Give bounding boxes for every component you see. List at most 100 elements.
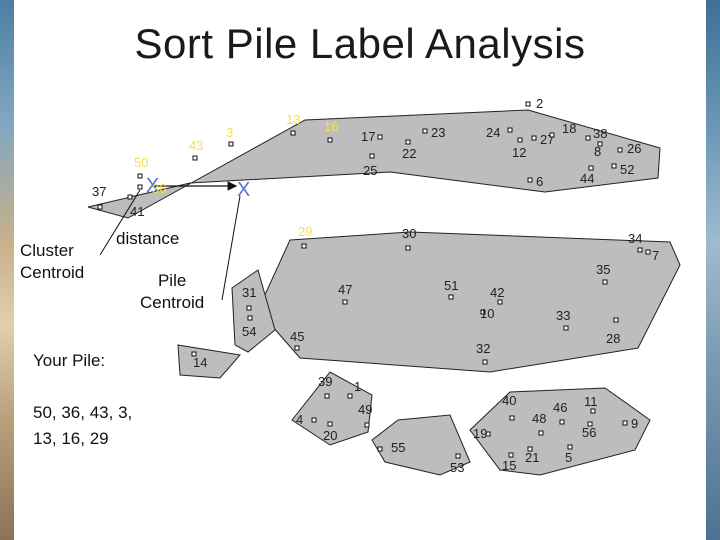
- point-marker: [622, 420, 628, 426]
- point-marker: [127, 194, 133, 200]
- point-55: 55: [377, 440, 405, 455]
- point-marker: [527, 177, 533, 183]
- point-49: 49: [358, 402, 372, 428]
- point-marker: [301, 243, 307, 249]
- point-36: 36: [137, 181, 166, 196]
- point-26: 26: [617, 141, 641, 156]
- point-marker: [531, 135, 537, 141]
- point-label: 10: [480, 306, 494, 321]
- point-label: 45: [290, 329, 304, 344]
- point-marker: [290, 130, 296, 136]
- point-label: 41: [130, 204, 144, 219]
- point-label: 3: [226, 125, 233, 140]
- point-marker: [567, 444, 573, 450]
- point-39: 39: [318, 374, 332, 399]
- point-marker: [538, 430, 544, 436]
- cluster-centroid-line2: Centroid: [20, 263, 85, 282]
- point-17: 17: [361, 129, 383, 144]
- cluster-centroid-x-mark: X: [146, 175, 159, 197]
- right-photo-strip: [706, 0, 720, 540]
- point-label: 39: [318, 374, 332, 389]
- point-marker: [324, 393, 330, 399]
- point-37: 37: [92, 184, 106, 210]
- point-label: 26: [627, 141, 641, 156]
- point-label: 38: [593, 126, 607, 141]
- your-pile-values: 50, 36, 43, 3, 13, 16, 29: [33, 400, 132, 452]
- point-23: 23: [422, 125, 445, 140]
- point-24: 24: [486, 125, 513, 140]
- point-marker: [485, 431, 491, 437]
- point-46: 46: [553, 400, 567, 425]
- point-28: 28: [606, 317, 620, 346]
- point-21: 21: [525, 446, 539, 465]
- cluster-centroid-line1: Cluster: [20, 241, 74, 260]
- point-marker: [369, 153, 375, 159]
- point-30: 30: [402, 226, 416, 251]
- cluster-middle: [257, 231, 681, 373]
- point-32: 32: [476, 341, 490, 365]
- cluster-polygons: [87, 109, 681, 476]
- distance-caption: distance: [116, 229, 180, 248]
- point-56: 56: [582, 421, 596, 440]
- point-marker: [563, 325, 569, 331]
- point-3: 3: [226, 125, 234, 147]
- point-41: 41: [127, 194, 144, 219]
- cluster-small-left: [177, 344, 241, 379]
- cluster-top: [87, 109, 661, 219]
- point-marker: [585, 135, 591, 141]
- point-marker: [294, 345, 300, 351]
- point-label: 30: [402, 226, 416, 241]
- point-label: 14: [193, 355, 207, 370]
- point-6: 6: [527, 174, 543, 189]
- point-label: 18: [562, 121, 576, 136]
- point-marker: [405, 139, 411, 145]
- point-label: 9: [631, 416, 638, 431]
- point-8: 8: [594, 141, 603, 159]
- point-marker: [482, 359, 488, 365]
- cluster-pile-left: [231, 269, 276, 353]
- point-label: 43: [189, 138, 203, 153]
- point-label: 34: [628, 231, 642, 246]
- point-label: 22: [402, 146, 416, 161]
- point-marker: [588, 165, 594, 171]
- point-label: 55: [391, 440, 405, 455]
- point-marker: [527, 446, 533, 452]
- point-label: 47: [338, 282, 352, 297]
- point-53: 53: [450, 453, 464, 475]
- point-47: 47: [338, 282, 352, 305]
- point-38: 38: [585, 126, 607, 141]
- point-marker: [455, 453, 461, 459]
- point-label: 31: [242, 285, 256, 300]
- point-54: 54: [242, 315, 256, 339]
- point-marker: [327, 137, 333, 143]
- point-7: 7: [645, 248, 659, 263]
- point-marker: [228, 141, 234, 147]
- point-marker: [137, 184, 143, 190]
- point-marker: [480, 309, 486, 315]
- point-19: 19: [473, 426, 491, 441]
- point-marker: [597, 141, 603, 147]
- connectors: [99, 181, 241, 301]
- point-label: 42: [490, 285, 504, 300]
- left-photo-strip: [0, 0, 14, 540]
- point-label: 25: [363, 163, 377, 178]
- point-marker: [327, 421, 333, 427]
- point-29: 29: [298, 224, 312, 249]
- point-marker: [645, 249, 651, 255]
- point-marker: [377, 446, 383, 452]
- cluster-bottom-right: [469, 387, 651, 476]
- point-marker: [246, 305, 252, 311]
- point-52: 52: [611, 162, 634, 177]
- point-marker: [347, 393, 353, 399]
- point-marker: [342, 299, 348, 305]
- point-12: 12: [512, 137, 526, 160]
- point-44: 44: [580, 165, 594, 186]
- point-31: 31: [242, 285, 256, 311]
- point-label: 16: [324, 119, 338, 134]
- point-marker: [364, 422, 370, 428]
- point-label: 4: [296, 412, 303, 427]
- point-label: 8: [594, 144, 601, 159]
- cluster-bottom-55: [371, 414, 471, 476]
- point-label: 20: [323, 428, 337, 443]
